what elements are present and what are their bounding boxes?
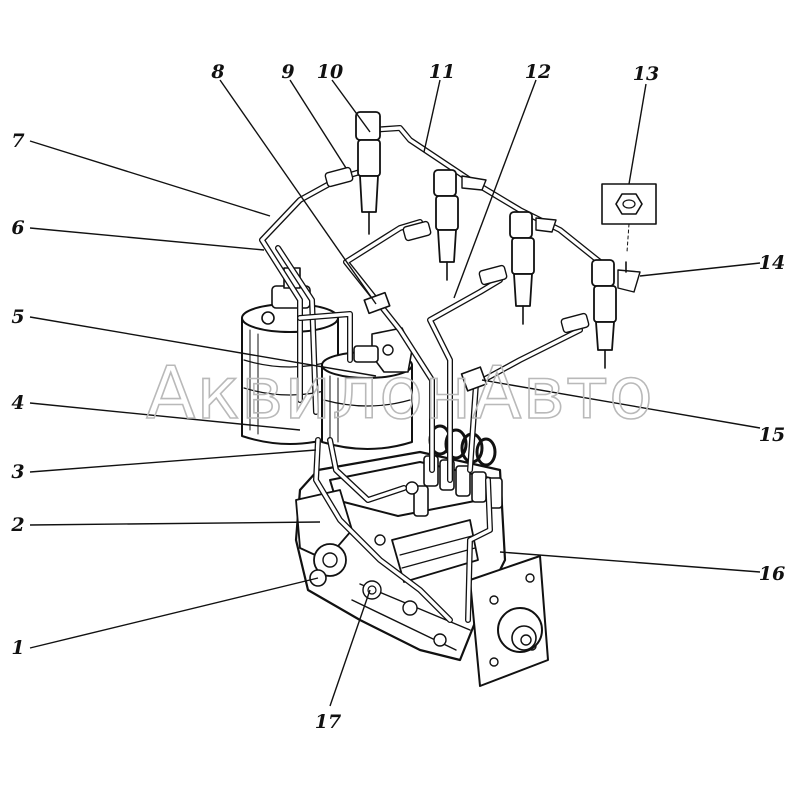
callout-6: 6 (11, 217, 24, 239)
callout-15: 15 (759, 424, 785, 446)
leader-5 (29, 316, 377, 377)
injector-2 (402, 169, 487, 281)
fuel-filter-right (321, 327, 413, 450)
callout-10: 10 (317, 61, 343, 83)
callout-11: 11 (429, 61, 455, 83)
leader-6 (29, 227, 265, 251)
leader-17 (329, 589, 371, 707)
callout-8: 8 (210, 61, 224, 83)
injector-4 (560, 259, 641, 369)
callout-4: 4 (11, 392, 24, 414)
leader-14 (639, 262, 761, 277)
leader-3 (29, 449, 317, 473)
callout-2: 2 (10, 514, 24, 536)
watermark: АквилонАвто (146, 351, 654, 435)
leader-11 (423, 79, 441, 153)
callout-12: 12 (525, 61, 551, 83)
leader-9 (289, 79, 347, 169)
leader-10 (331, 79, 371, 133)
injection-pump (294, 424, 549, 687)
injector-3 (478, 211, 557, 325)
callout-labels: 1 2 3 4 5 6 7 8 9 10 11 12 13 14 15 16 1… (10, 61, 785, 733)
leader-lines (29, 79, 761, 707)
fuel-lines (259, 125, 603, 623)
callout-3: 3 (11, 461, 24, 483)
leader-12 (453, 79, 537, 299)
leader-15 (481, 379, 761, 429)
callout-1: 1 (11, 637, 24, 659)
callout-5: 5 (11, 306, 24, 328)
leader-7 (29, 140, 271, 217)
leader-1 (29, 577, 319, 649)
injector-1 (324, 111, 381, 235)
callout-14: 14 (759, 252, 785, 274)
callout-16: 16 (759, 563, 785, 585)
callout-7: 7 (11, 130, 24, 152)
leader-8 (219, 79, 377, 305)
callout-13: 13 (633, 63, 659, 85)
callout-17: 17 (315, 711, 341, 733)
nut-detail (601, 183, 657, 253)
leader-2 (29, 521, 321, 526)
leader-4 (29, 402, 301, 431)
callout-9: 9 (281, 61, 294, 83)
leader-13 (628, 83, 647, 185)
leader-16 (499, 551, 761, 573)
